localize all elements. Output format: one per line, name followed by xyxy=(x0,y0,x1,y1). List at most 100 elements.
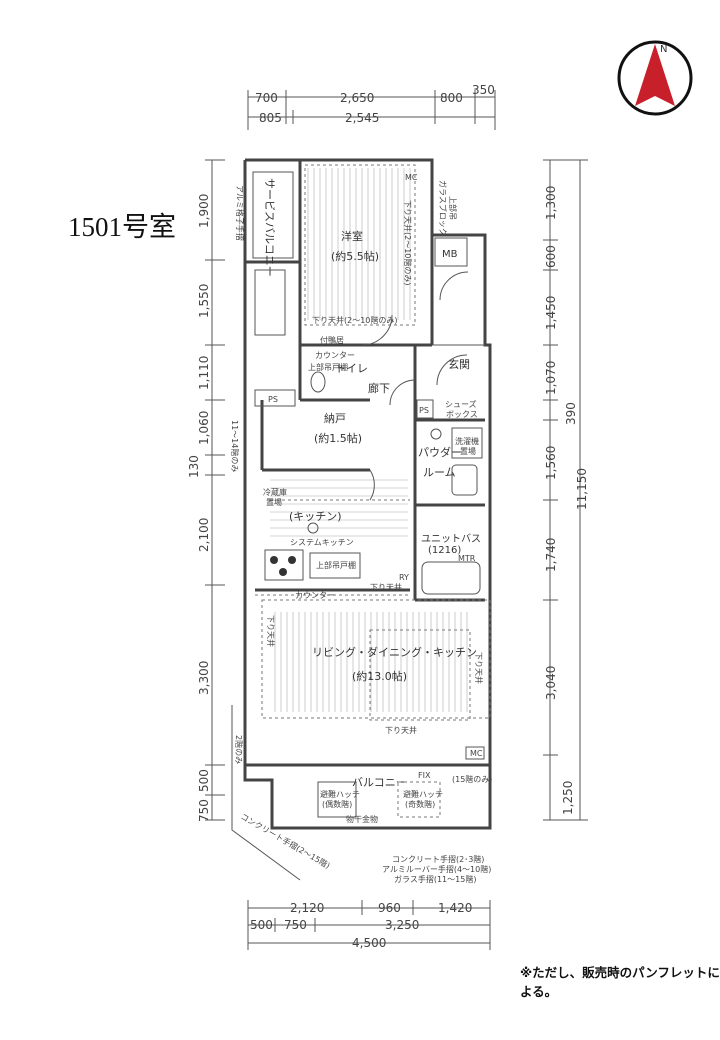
flooring-hatch xyxy=(270,168,468,712)
upper-cabinet-wc: 上部吊戸棚 xyxy=(308,362,348,372)
shoebox-label: シューズ xyxy=(445,399,477,409)
upper-cabinet-label: 上部吊戸棚 xyxy=(316,560,356,570)
dim-bottom-1: 2,120 xyxy=(290,901,324,915)
lowered-ceiling-kitchen: 下り天井 xyxy=(370,582,402,592)
dim-left-9: 750 xyxy=(197,799,211,822)
rail-note-2: アルミルーバー手摺(4～10階) xyxy=(382,864,491,874)
ry-label: RY xyxy=(399,573,409,582)
concrete-rail-label: コンクリート手摺(2～15階) xyxy=(239,811,332,870)
dim-left-1: 1,900 xyxy=(197,194,211,228)
dim-right-1: 1,300 xyxy=(544,186,558,220)
dim-left-6: 2,100 xyxy=(197,518,211,552)
dim-bottom-5: 750 xyxy=(284,918,307,932)
footnote: ※ただし、販売時のパンフレットによる。 xyxy=(520,965,720,999)
dim-top-2: 2,650 xyxy=(340,91,374,105)
mc-bottom: MC xyxy=(470,749,483,758)
service-balcony-label: サービスバルコニー xyxy=(263,178,276,277)
north-compass-icon: N xyxy=(617,40,693,116)
dim-right-5: 390 xyxy=(564,402,578,425)
evac-odd-2: (奇数階) xyxy=(405,799,435,809)
kitchen-area: 冷蔵庫 置場 (キッチン) システムキッチン 上部吊戸棚 カウンター 下り天井 … xyxy=(263,487,409,600)
dim-left-3: 1,110 xyxy=(197,356,211,390)
dim-top-6: 2,545 xyxy=(345,111,379,125)
alu-rail-note: アルミ格子手摺 xyxy=(235,185,245,241)
storage-room: 納戸 (約1.5帖) xyxy=(314,412,362,445)
mc-top: MC xyxy=(405,173,418,182)
powder-room: パウダー ルーム 洗濯機 置場 xyxy=(418,427,483,496)
western-room-area: (約5.5帖) xyxy=(331,249,379,263)
counter-wc: カウンター xyxy=(315,351,355,360)
top-dimensions: 700 2,650 800 350 805 2,545 xyxy=(247,83,496,130)
powder-label-2: ルーム xyxy=(423,466,456,479)
dim-right-9: 1,250 xyxy=(561,781,575,815)
lowered-ceiling-left: 下り天井 xyxy=(266,615,276,647)
floor-2-note: 2階のみ xyxy=(234,735,244,764)
laundry-label: 洗濯機 xyxy=(455,436,479,446)
dim-bottom-3: 1,420 xyxy=(438,901,472,915)
dim-bottom-6: 3,250 xyxy=(385,918,419,932)
unit-bath: ユニットバス (1216) MTR xyxy=(421,533,481,595)
western-room: 洋室 (約5.5帖) MC 下り天井(2～10階のみ) 下り天井(2～10階のみ… xyxy=(312,173,458,345)
glass-block-note: ガラスブロック xyxy=(438,180,448,236)
door-swings xyxy=(361,271,469,501)
mtr-label: MTR xyxy=(458,554,476,563)
fridge-label: 冷蔵庫 xyxy=(263,487,287,497)
floors-11-14-note: 11～14階のみ xyxy=(230,420,240,472)
dim-right-3: 1,450 xyxy=(544,296,558,330)
hopper-note: 上部吊 xyxy=(448,196,458,220)
monohoshi-label: 物干金物 xyxy=(346,814,378,824)
fix-label: FIX xyxy=(418,771,431,780)
north-label: N xyxy=(660,44,667,55)
tsukekamoi: 付鴨居 xyxy=(320,335,344,345)
dim-right-total: 11,150 xyxy=(575,468,589,510)
entrance-label: 玄関 xyxy=(448,357,470,371)
lowered-ceiling-note-2: 下り天井(2～10階のみ) xyxy=(312,315,398,325)
dim-bottom-2: 960 xyxy=(378,901,401,915)
dim-top-1: 700 xyxy=(255,91,278,105)
powder-label: パウダー xyxy=(418,445,462,459)
system-kitchen-label: システムキッチン xyxy=(290,538,354,547)
western-room-label: 洋室 xyxy=(341,229,363,243)
lowered-ceiling-bottom: 下り天井 xyxy=(385,725,417,735)
dim-right-7: 1,740 xyxy=(544,538,558,572)
ps-left-label: PS xyxy=(268,395,278,404)
dim-bottom-7: 4,500 xyxy=(352,936,386,950)
fridge-label-2: 置場 xyxy=(266,497,282,507)
ldk-area: (約13.0帖) xyxy=(352,669,407,683)
lowered-ceiling-right: 下り天井 xyxy=(474,652,484,684)
ldk-label: リビング・ダイニング・キッチン xyxy=(312,645,477,659)
mb-label: MB xyxy=(442,249,458,260)
lowered-ceiling-note-2-10: 下り天井(2～10階のみ) xyxy=(403,200,413,286)
dim-left-4: 1,060 xyxy=(197,411,211,445)
dim-right-2: 600 xyxy=(544,245,558,268)
shoebox-label-2: ボックス xyxy=(446,410,478,419)
balcony-label: バルコニー xyxy=(352,776,407,789)
dim-left-8: 500 xyxy=(197,769,211,792)
dim-left-5: 130 xyxy=(187,455,201,478)
dim-left-7: 3,300 xyxy=(197,661,211,695)
dim-top-5: 805 xyxy=(259,111,282,125)
bath-label: ユニットバス xyxy=(421,533,481,545)
toilet-room: カウンター 上部吊戸棚 トイレ xyxy=(308,351,368,393)
dim-right-8: 3,040 xyxy=(544,666,558,700)
evac-even-2: (偶数階) xyxy=(322,799,352,809)
bath-size: (1216) xyxy=(428,545,461,556)
ps-entrance: PS xyxy=(419,406,429,415)
right-dimensions: 1,300 600 1,450 1,070 390 1,560 1,740 3,… xyxy=(543,159,589,821)
service-balcony: サービスバルコニー アルミ格子手摺 xyxy=(235,171,294,336)
corridor-label: 廊下 xyxy=(368,381,390,395)
bottom-dimensions: 2,120 960 1,420 500 750 3,250 4,500 xyxy=(247,900,491,950)
dim-top-3: 800 xyxy=(440,91,463,105)
rail-note-1: コンクリート手摺(2･3階) xyxy=(392,854,484,864)
dim-right-6: 1,560 xyxy=(544,446,558,480)
unit-title: 1501号室 xyxy=(68,212,176,242)
mb-box: MB xyxy=(434,237,468,267)
floor15-label: (15階のみ) xyxy=(452,774,492,784)
evac-odd: 避難ハッチ xyxy=(403,789,443,799)
storage-label: 納戸 xyxy=(324,412,346,425)
ldk-room: リビング・ダイニング・キッチン (約13.0帖) 下り天井 下り天井 下り天井 … xyxy=(234,615,485,764)
dim-left-2: 1,550 xyxy=(197,284,211,318)
lowered-ceiling-lines xyxy=(255,164,491,721)
dim-bottom-4: 500 xyxy=(250,918,273,932)
